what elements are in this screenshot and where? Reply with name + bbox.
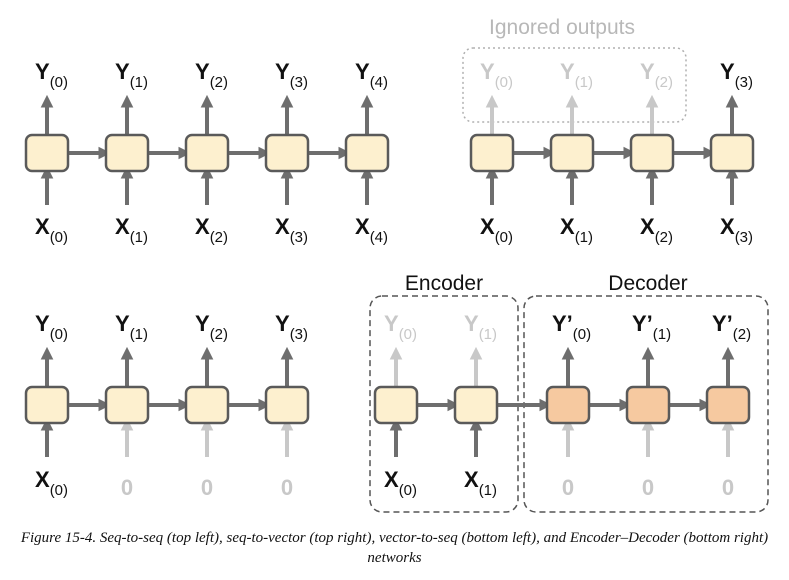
- decoder-zero-input: 0: [722, 475, 734, 500]
- encoder-cell: [373, 385, 419, 425]
- arrows: [40, 94, 739, 457]
- seq2seq-input-label: X(0): [35, 214, 68, 246]
- decoder-output-label: Y’(2): [712, 311, 751, 343]
- seq2seq-cell: [264, 133, 310, 173]
- seq2seq-output-label: Y(2): [195, 59, 228, 91]
- decoder-output-label: Y’(0): [552, 311, 591, 343]
- encoder-input-label: X(1): [464, 467, 497, 499]
- vec2seq-cell: [24, 385, 70, 425]
- seq2seq-cell: [184, 133, 230, 173]
- seq2vec-cell: [469, 133, 515, 173]
- seq2seq-output-label: Y(0): [35, 59, 68, 91]
- seq2vec-cell: [549, 133, 595, 173]
- encoder-ignored-output-label: Y(1): [464, 311, 497, 343]
- vec2seq-cell: [264, 385, 310, 425]
- vec2seq-output-label: Y(0): [35, 311, 68, 343]
- seq2seq-input-label: X(4): [355, 214, 388, 246]
- seq2vec-output-label: Y(3): [720, 59, 753, 91]
- seq2seq-cell: [104, 133, 150, 173]
- vec2seq-input-label: X(0): [35, 467, 68, 499]
- encoder-label: Encoder: [405, 272, 483, 295]
- decoder-label: Decoder: [608, 272, 687, 295]
- seq2vec-cell: [709, 133, 755, 173]
- vec2seq-cell: [104, 385, 150, 425]
- seq2seq-output-label: Y(3): [275, 59, 308, 91]
- decoder-cell: [625, 385, 671, 425]
- encoder-cell: [453, 385, 499, 425]
- seq2vec-input-label: X(0): [480, 214, 513, 246]
- seq2seq-output-label: Y(1): [115, 59, 148, 91]
- ignored-outputs-label: Ignored outputs: [489, 16, 635, 39]
- seq2seq-input-label: X(2): [195, 214, 228, 246]
- seq2vec-input-label: X(2): [640, 214, 673, 246]
- rnn-cells: [24, 133, 755, 425]
- seq2vec-input-label: X(1): [560, 214, 593, 246]
- ignored-outputs-box: [462, 47, 687, 123]
- encoder-box: [369, 295, 519, 513]
- decoder-zero-input: 0: [642, 475, 654, 500]
- rnn-architectures-diagram: Y(0) X(0) Y(1) X(1) Y(2) X(2) Y(3) X(3) Y(4) X(4)…: [24, 16, 769, 513]
- seq2seq-input-label: X(3): [275, 214, 308, 246]
- figure-caption: Figure 15-4. Seq-to-seq (top left), seq-…: [20, 530, 769, 566]
- vec2seq-output-label: Y(1): [115, 311, 148, 343]
- vec2seq-cell: [184, 385, 230, 425]
- seq2seq-output-label: Y(4): [355, 59, 388, 91]
- vec2seq-output-label: Y(2): [195, 311, 228, 343]
- seq2seq-cell: [344, 133, 390, 173]
- decoder-cell: [705, 385, 751, 425]
- seq2vec-ignored-output-label: Y(1): [560, 59, 593, 91]
- seq2seq-cell: [24, 133, 70, 173]
- decoder-output-label: Y’(1): [632, 311, 671, 343]
- seq2vec-ignored-output-label: Y(2): [640, 59, 673, 91]
- vec2seq-zero-input: 0: [121, 475, 133, 500]
- encoder-input-label: X(0): [384, 467, 417, 499]
- seq2vec-cell: [629, 133, 675, 173]
- vec2seq-output-label: Y(3): [275, 311, 308, 343]
- vec2seq-zero-input: 0: [201, 475, 213, 500]
- decoder-zero-input: 0: [562, 475, 574, 500]
- seq2seq-input-label: X(1): [115, 214, 148, 246]
- encoder-ignored-output-label: Y(0): [384, 311, 417, 343]
- seq2vec-ignored-output-label: Y(0): [480, 59, 513, 91]
- vec2seq-zero-input: 0: [281, 475, 293, 500]
- decoder-cell: [545, 385, 591, 425]
- seq2vec-input-label: X(3): [720, 214, 753, 246]
